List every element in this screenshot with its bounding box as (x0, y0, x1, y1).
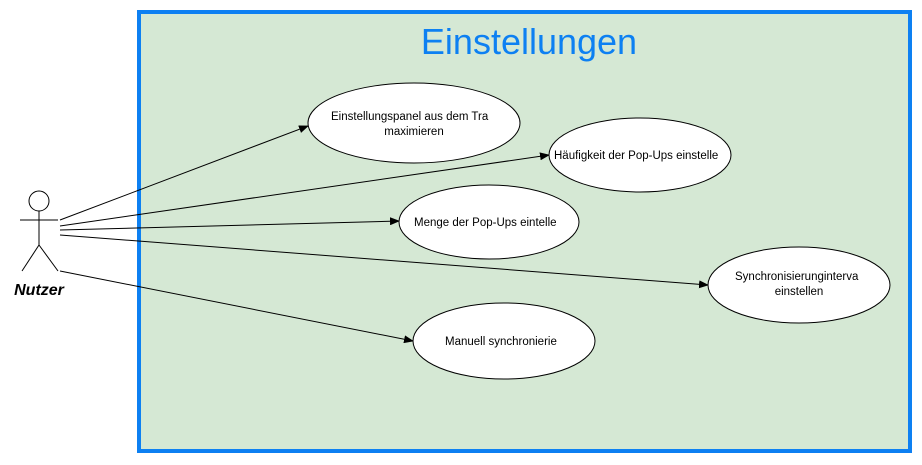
use-case-ellipse (412, 302, 596, 380)
use-case-1: Einstellungspanel aus dem Tra maximieren (307, 82, 521, 164)
association-line-4 (59, 234, 709, 289)
system-title: Einstellungen (421, 21, 637, 62)
actor-left-leg (21, 244, 40, 272)
association-line-5 (59, 270, 414, 344)
association-line-2 (59, 152, 550, 227)
use-case-5: Manuell synchronierie (412, 302, 596, 380)
actor-head (28, 190, 50, 212)
use-case-ellipse (548, 117, 732, 193)
associations (59, 125, 709, 344)
use-case-label: Häufigkeit der Pop-Ups einstelle (554, 150, 718, 162)
use-case-4: Synchronisierunginterva einstellen (707, 246, 891, 324)
use-case-ellipse (707, 246, 891, 324)
actor-figure (20, 190, 59, 272)
association-line-3 (59, 217, 400, 231)
actor-right-leg (38, 244, 59, 272)
association-line-1 (59, 125, 309, 221)
use-case-ellipse (307, 82, 521, 164)
use-case-label: Menge der Pop-Ups eintelle (414, 217, 557, 229)
use-case-label: maximieren (384, 126, 443, 138)
use-case-2: Häufigkeit der Pop-Ups einstelle (548, 117, 732, 193)
use-case-label: Manuell synchronierie (445, 336, 557, 348)
use-case-label: einstellen (775, 286, 824, 298)
use-case-label: Synchronisierunginterva (735, 271, 859, 283)
use-case-label: Einstellungspanel aus dem Tra (331, 111, 489, 123)
use-case-ellipse (398, 184, 580, 260)
use-case-3: Menge der Pop-Ups eintelle (398, 184, 580, 260)
actor-label: Nutzer (14, 282, 65, 299)
